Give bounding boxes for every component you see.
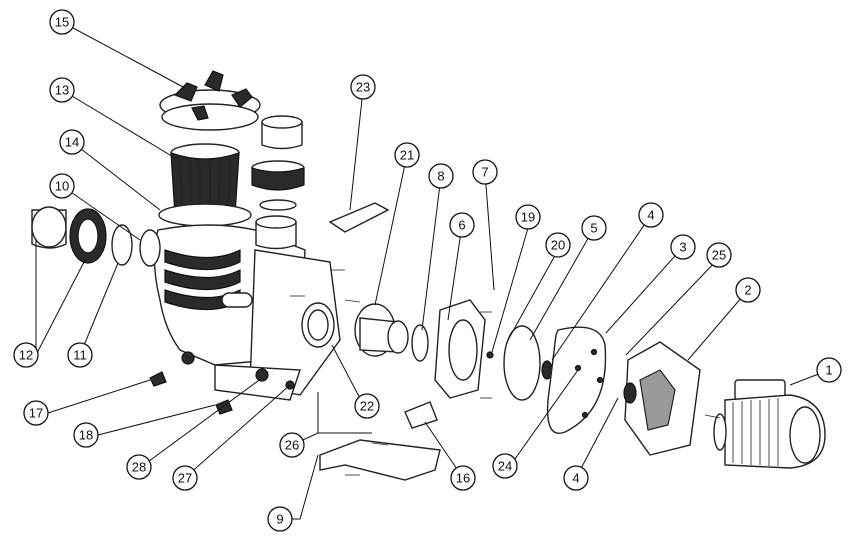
callout-label: 24 <box>498 459 512 474</box>
callout-label: 16 <box>456 471 470 486</box>
part-diffuser <box>434 299 486 399</box>
callout-20: 20 <box>545 232 571 258</box>
callout-7: 7 <box>472 159 498 185</box>
callout-label: 21 <box>400 148 414 163</box>
part-bolts <box>290 269 721 476</box>
callout-2: 2 <box>735 277 761 303</box>
part-base-stand <box>319 439 441 481</box>
part-motor <box>713 379 826 469</box>
callout-label: 26 <box>285 438 299 453</box>
callout-label: 1 <box>825 363 832 378</box>
callout-23: 23 <box>350 74 376 100</box>
callout-label: 5 <box>590 221 597 236</box>
callout-label: 13 <box>55 83 69 98</box>
callout-label: 4 <box>572 471 579 486</box>
callout-label: 15 <box>55 15 69 30</box>
callout-label: 17 <box>29 406 43 421</box>
part-diffuser-tube <box>354 303 409 357</box>
part-gasket <box>546 326 607 434</box>
callout-label: 23 <box>356 80 370 95</box>
part-lid <box>159 70 261 131</box>
callout-17: 17 <box>23 400 49 426</box>
callout-label: 27 <box>178 471 192 486</box>
callout-19: 19 <box>515 204 541 230</box>
part-motor-bracket <box>623 341 701 456</box>
callout-label: 12 <box>19 348 33 363</box>
callout-label: 11 <box>73 348 87 363</box>
callout-label: 8 <box>437 169 444 184</box>
callout-label: 20 <box>551 238 565 253</box>
callout-label: 4 <box>647 208 654 223</box>
part-union-top <box>251 115 305 211</box>
callout-16: 16 <box>450 465 476 491</box>
callout-label: 28 <box>132 460 146 475</box>
callout-label: 19 <box>521 210 535 225</box>
leader-lines <box>26 21 830 520</box>
callout-18: 18 <box>73 422 99 448</box>
callout-label: 22 <box>360 399 374 414</box>
callout-4b: 4 <box>563 465 589 491</box>
callout-15: 15 <box>49 9 75 35</box>
part-impeller <box>486 325 553 401</box>
callout-22: 22 <box>354 393 380 419</box>
callout-6: 6 <box>449 212 475 238</box>
callout-8: 8 <box>428 163 454 189</box>
callout-12: 12 <box>13 342 39 368</box>
callout-label: 14 <box>65 135 79 150</box>
callout-26: 26 <box>279 432 305 458</box>
callout-label: 3 <box>679 240 686 255</box>
callout-21: 21 <box>394 142 420 168</box>
callout-24: 24 <box>492 453 518 479</box>
callout-label: 7 <box>481 165 488 180</box>
part-union-left <box>31 206 133 266</box>
callout-5: 5 <box>581 215 607 241</box>
callout-label: 9 <box>276 512 283 527</box>
callout-group: 1 2 3 4 4 5 6 7 <box>13 9 842 532</box>
callout-label: 18 <box>79 428 93 443</box>
callout-1: 1 <box>816 357 842 383</box>
parts-drawing <box>31 70 826 481</box>
callout-label: 2 <box>744 283 751 298</box>
callout-label: 6 <box>458 218 465 233</box>
callout-4a: 4 <box>638 202 664 228</box>
callout-3: 3 <box>670 234 696 260</box>
part-bracket-23 <box>328 202 390 233</box>
part-drain-plug-17 <box>149 371 167 387</box>
callout-10: 10 <box>49 173 75 199</box>
callout-label: 25 <box>712 248 726 263</box>
callout-27: 27 <box>172 465 198 491</box>
callout-28: 28 <box>126 454 152 480</box>
part-clip <box>404 401 438 429</box>
callout-11: 11 <box>67 342 93 368</box>
callout-label: 10 <box>55 179 69 194</box>
callout-25: 25 <box>706 242 732 268</box>
callout-9: 9 <box>267 506 293 532</box>
callout-14: 14 <box>59 129 85 155</box>
part-pump-body <box>139 215 341 401</box>
callout-13: 13 <box>49 77 75 103</box>
